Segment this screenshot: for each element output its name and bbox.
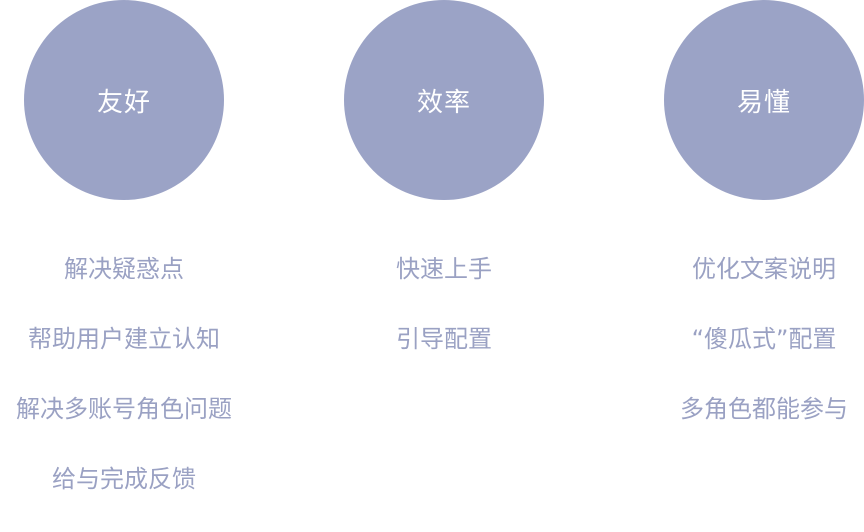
principle-item: 给与完成反馈 [52,465,196,493]
principle-column-friendly: 友好 解决疑惑点 帮助用户建立认知 解决多账号角色问题 给与完成反馈 [16,0,232,501]
principle-items: 快速上手 引导配置 [304,252,584,392]
principle-item: 优化文案说明 [692,255,836,283]
principle-items: 解决疑惑点 帮助用户建立认知 解决多账号角色问题 给与完成反馈 [0,252,264,532]
principle-column-understandable: 易懂 优化文案说明 “傻瓜式”配置 多角色都能参与 [664,0,864,501]
principle-title: 友好 [96,87,151,118]
principle-item: 多角色都能参与 [680,395,848,423]
principle-item: 引导配置 [396,325,492,353]
principle-column-efficiency: 效率 快速上手 引导配置 [344,0,544,501]
principle-circle-efficiency: 效率 [344,0,544,200]
principle-circle-understandable: 易懂 [664,0,864,200]
principle-item: “傻瓜式”配置 [691,325,837,353]
principle-title: 易懂 [736,87,791,118]
principle-item: 解决多账号角色问题 [16,395,232,423]
principle-item: 帮助用户建立认知 [28,325,220,353]
principle-circle-friendly: 友好 [24,0,224,200]
principle-item: 快速上手 [396,255,492,283]
principle-title: 效率 [416,87,471,118]
principle-item: 解决疑惑点 [64,255,184,283]
principle-items: 优化文案说明 “傻瓜式”配置 多角色都能参与 [624,252,864,462]
